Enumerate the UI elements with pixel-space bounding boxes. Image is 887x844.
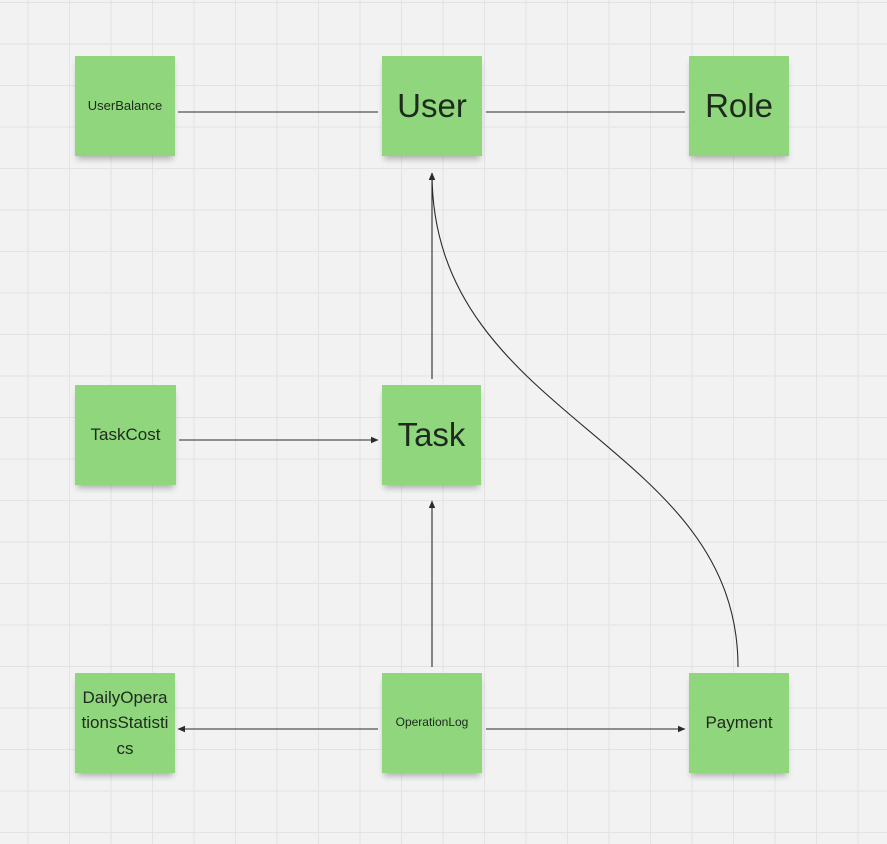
sticky-note-label: TaskCost — [90, 424, 161, 444]
sticky-note-label: OperationLog — [395, 715, 469, 730]
sticky-note-task[interactable]: Task — [382, 385, 481, 485]
sticky-note-label: DailyOperationsStatistics — [81, 687, 169, 758]
sticky-note-operationlog[interactable]: OperationLog — [382, 673, 482, 773]
edge-payment-user[interactable] — [428, 172, 739, 668]
sticky-note-role[interactable]: Role — [689, 56, 789, 156]
sticky-note-label: Task — [397, 415, 466, 453]
sticky-note-daily-operations-statistics[interactable]: DailyOperationsStatistics — [75, 673, 175, 773]
sticky-note-taskcost[interactable]: TaskCost — [75, 385, 176, 485]
sticky-note-label: Payment — [705, 712, 773, 732]
sticky-note-label: User — [397, 86, 467, 124]
sticky-note-userbalance[interactable]: UserBalance — [75, 56, 175, 156]
sticky-note-label: UserBalance — [87, 97, 163, 113]
sticky-note-payment[interactable]: Payment — [689, 673, 789, 773]
sticky-note-user[interactable]: User — [382, 56, 482, 156]
sticky-note-label: Role — [705, 86, 773, 124]
